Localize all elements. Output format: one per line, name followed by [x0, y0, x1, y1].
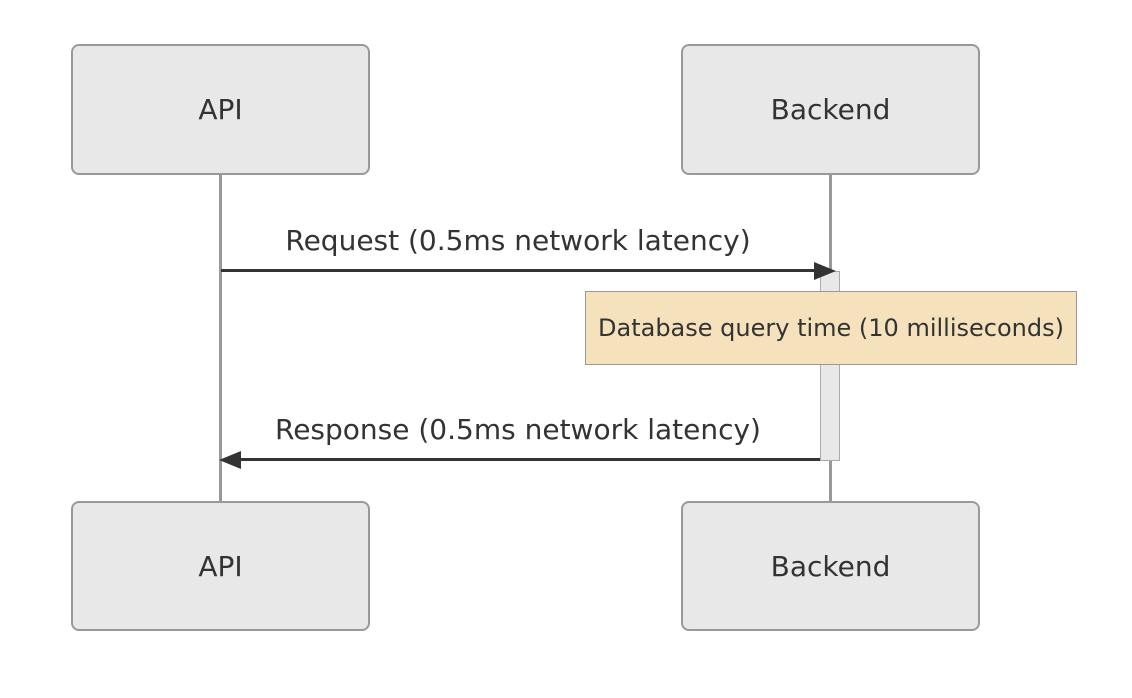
actor-label-backend: Backend	[770, 93, 891, 126]
note-label: Database query time (10 milliseconds)	[598, 314, 1064, 342]
arrowhead-right-icon	[814, 262, 836, 280]
message-request-line	[221, 269, 814, 272]
message-request-label: Request (0.5ms network latency)	[285, 224, 751, 257]
actor-label-api: API	[198, 93, 243, 126]
message-response-line	[240, 458, 820, 461]
note-database-query: Database query time (10 milliseconds)	[585, 291, 1077, 365]
lifeline-api	[219, 175, 222, 501]
actor-box-backend-top: Backend	[681, 44, 980, 175]
actor-box-api-top: API	[71, 44, 370, 175]
actor-label-backend: Backend	[770, 549, 891, 583]
actor-box-backend-bottom: Backend	[681, 501, 980, 631]
actor-box-api-bottom: API	[71, 501, 370, 631]
message-response-label: Response (0.5ms network latency)	[275, 413, 761, 446]
actor-label-api: API	[198, 549, 243, 583]
arrowhead-left-icon	[219, 451, 241, 469]
